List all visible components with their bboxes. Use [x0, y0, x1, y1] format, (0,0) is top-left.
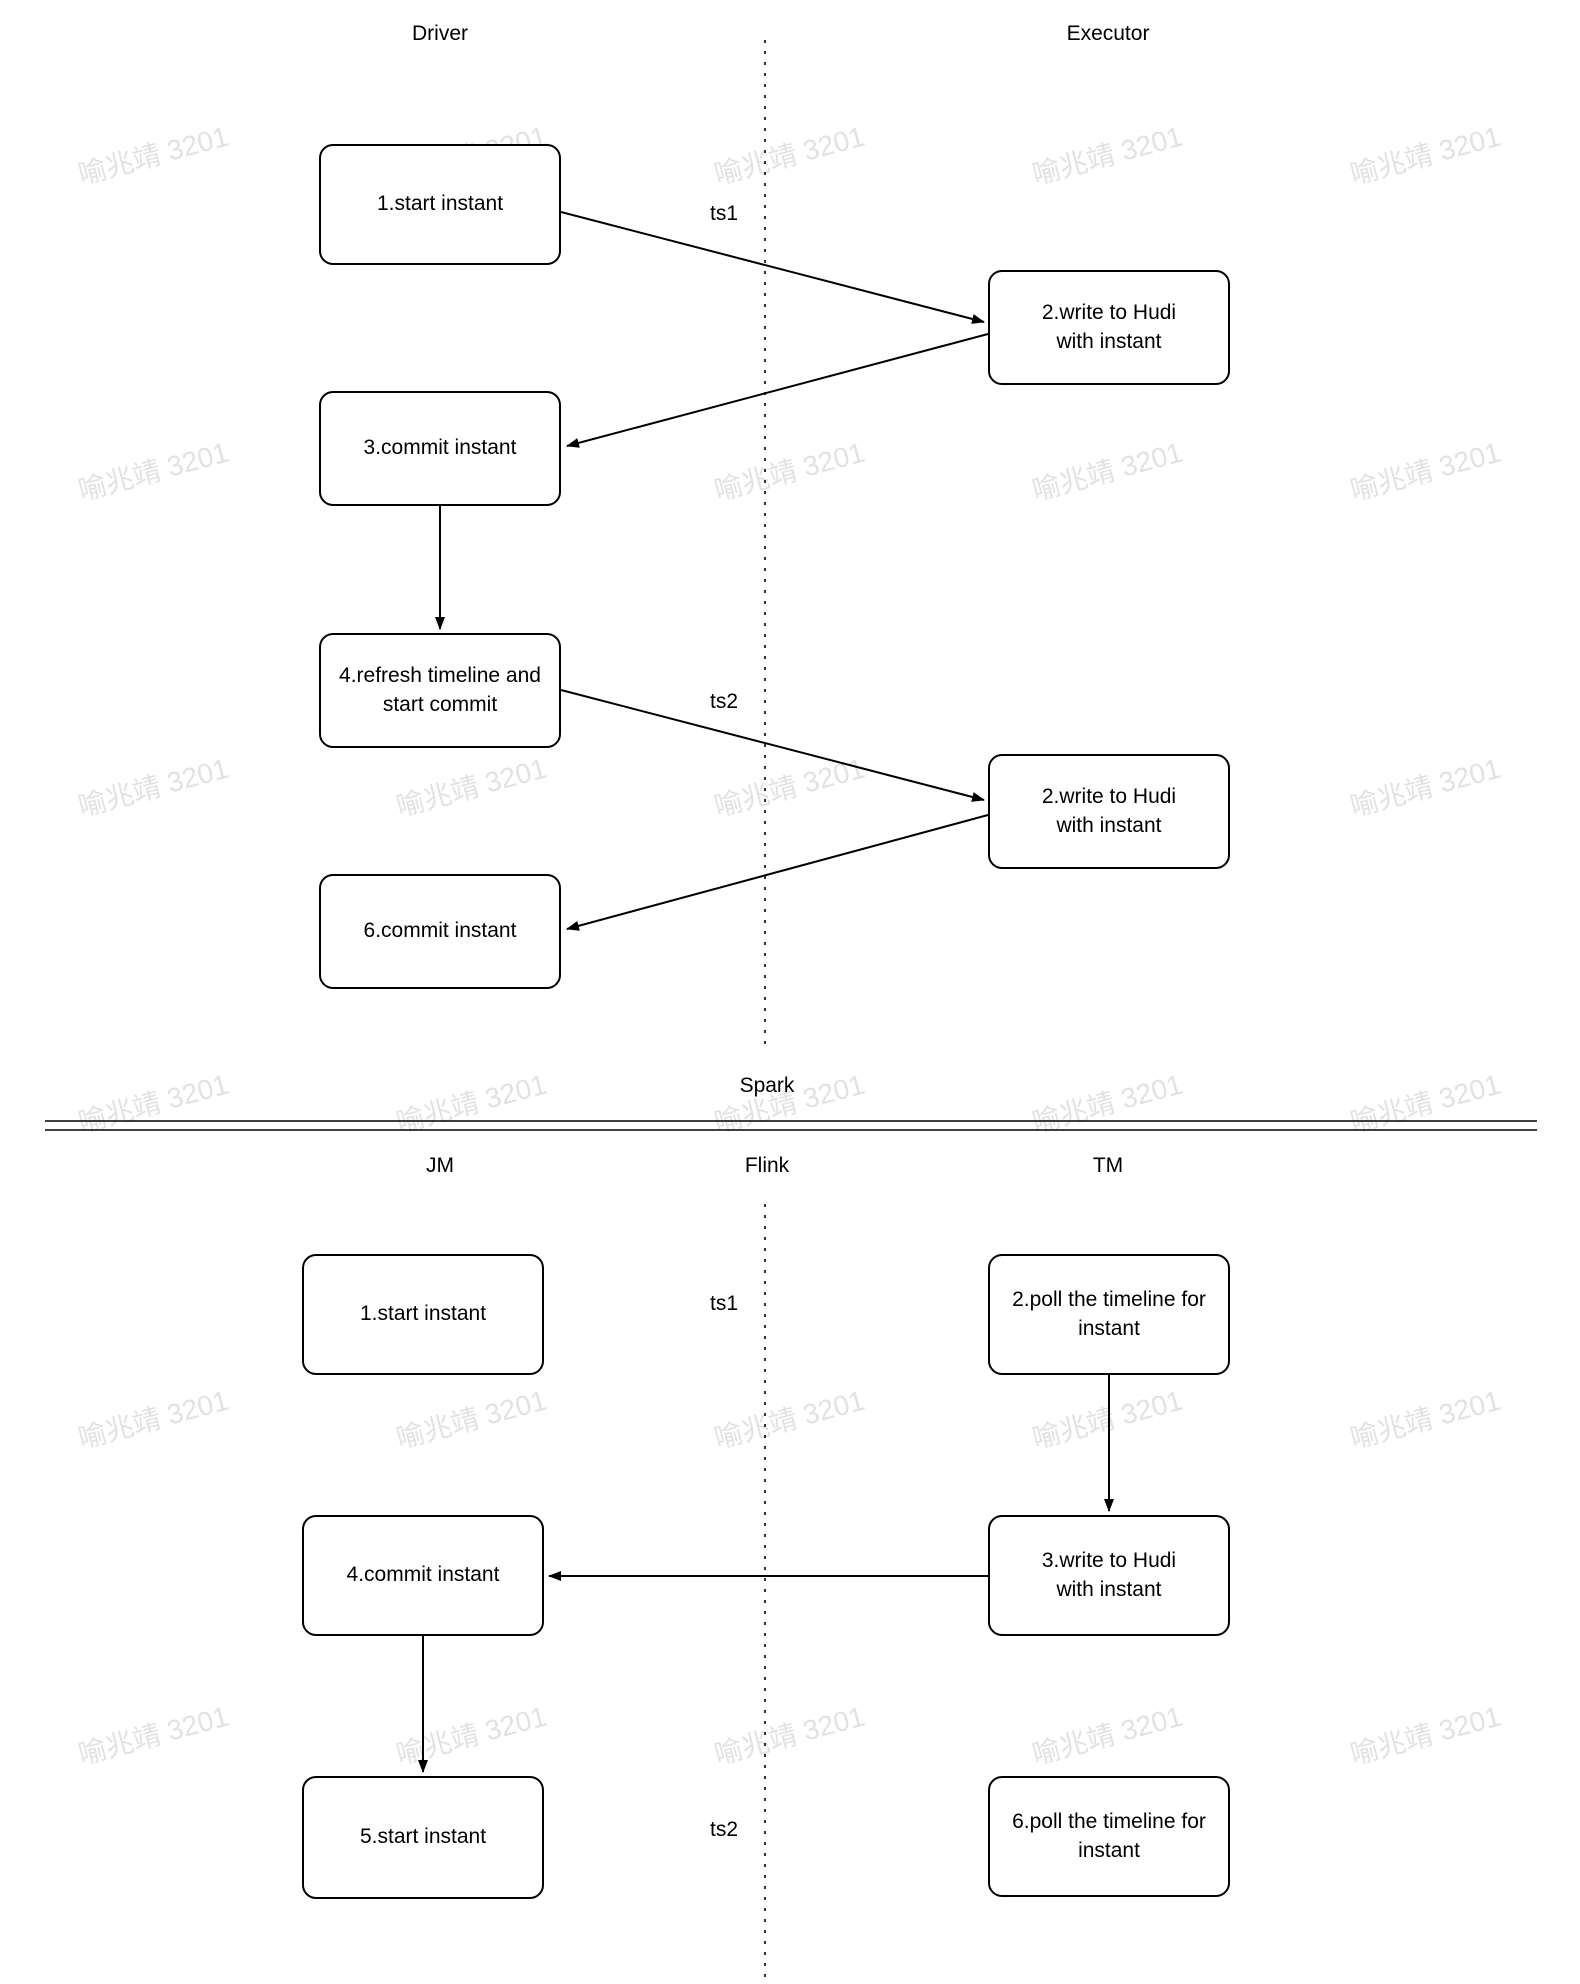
node-spark-commit-instant-1: 3.commit instant: [319, 391, 561, 506]
node-flink-start-instant-5: 5.start instant: [302, 1776, 544, 1899]
node-spark-commit-instant-2: 6.commit instant: [319, 874, 561, 989]
lane-label-tm: TM: [1092, 1154, 1124, 1177]
node-spark-refresh-timeline: 4.refresh timeline and start commit: [319, 633, 561, 748]
node-spark-write-to-hudi-2: 2.write to Hudi with instant: [988, 754, 1230, 869]
spark-ts1-label: ts1: [709, 202, 738, 225]
node-spark-write-to-hudi-1: 2.write to Hudi with instant: [988, 270, 1230, 385]
node-flink-write-to-hudi-3: 3.write to Hudi with instant: [988, 1515, 1230, 1636]
node-flink-start-instant-1: 1.start instant: [302, 1254, 544, 1375]
arrow-refresh4-to-write2: [560, 689, 985, 802]
node-flink-poll-timeline-2: 2.poll the timeline for instant: [988, 1254, 1230, 1375]
flink-ts2-label: ts2: [709, 1818, 738, 1841]
node-flink-poll-timeline-6: 6.poll the timeline for instant: [988, 1776, 1230, 1897]
lane-label-driver: Driver: [412, 22, 468, 45]
lane-label-jm: JM: [426, 1154, 454, 1177]
arrow-write2-to-commit6: [566, 814, 989, 931]
spark-ts2-label: ts2: [709, 690, 738, 713]
lane-label-flink: Flink: [744, 1154, 790, 1177]
flink-ts1-label: ts1: [709, 1292, 738, 1315]
arrow-start-to-write1: [560, 211, 985, 324]
spark-caption: Spark: [739, 1074, 795, 1097]
node-flink-commit-instant-4: 4.commit instant: [302, 1515, 544, 1636]
arrow-write1-to-commit3: [566, 333, 989, 448]
lane-label-executor: Executor: [1066, 22, 1150, 45]
node-spark-start-instant: 1.start instant: [319, 144, 561, 265]
